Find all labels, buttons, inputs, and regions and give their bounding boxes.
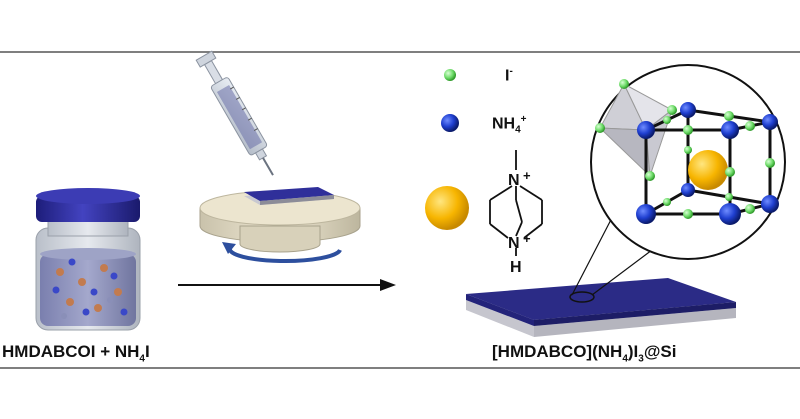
- ammonium-symbol: NH: [492, 115, 516, 133]
- ammonium-legend-label: NH4+: [492, 114, 527, 136]
- iodide-charge: -: [509, 66, 513, 77]
- hmdabco-molecule: [489, 150, 543, 256]
- product-text-a: [HMDABCO](NH: [492, 342, 623, 361]
- product-text-b: )I: [627, 342, 639, 361]
- product-text-c: @Si: [643, 342, 677, 361]
- n-top-label: N: [508, 172, 520, 189]
- product-subscript-2: 3: [638, 353, 644, 365]
- iodide-legend-label: I-: [505, 66, 513, 85]
- precursor-label: HMDABCOI + NH4I: [2, 342, 150, 364]
- vial: [35, 188, 141, 331]
- spin-coater: [199, 187, 361, 264]
- spin-substrate: [244, 187, 334, 205]
- ammonium-sites: [636, 102, 779, 225]
- syringe: [195, 50, 274, 176]
- product-label: [HMDABCO](NH4)I3@Si: [492, 342, 676, 364]
- perovskite-film: [466, 278, 736, 320]
- ammonium-legend-sphere: [441, 114, 459, 132]
- iodide-symbol: I: [505, 67, 510, 85]
- cation-center-sphere: [688, 150, 728, 190]
- precursor-subscript: 4: [139, 353, 145, 365]
- vial-particles: [52, 258, 128, 319]
- precursor-end: I: [144, 342, 150, 361]
- zoom-line-left: [571, 209, 617, 296]
- n-top-charge: +: [523, 168, 531, 183]
- n-bottom-label: N: [508, 235, 520, 252]
- si-substrate: [466, 278, 736, 337]
- cation-legend-sphere: [425, 186, 469, 230]
- reaction-arrow: [178, 279, 396, 291]
- h-label: H: [510, 259, 522, 276]
- crystal-zoom: [590, 64, 786, 260]
- octahedron: [598, 82, 673, 178]
- iodide-sites: [595, 79, 775, 219]
- product-subscript-1: 4: [622, 353, 628, 365]
- rotation-arrow: [227, 247, 342, 264]
- n-bottom-charge: +: [523, 231, 531, 246]
- precursor-text: HMDABCOI + NH: [2, 342, 140, 361]
- ammonium-subscript: 4: [515, 124, 521, 136]
- zoom-line-right: [591, 249, 653, 296]
- iodide-legend-sphere: [444, 69, 456, 81]
- rotation-arrowhead: [222, 242, 236, 254]
- zoom-origin-ellipse: [569, 291, 595, 303]
- ammonium-charge: +: [520, 114, 527, 125]
